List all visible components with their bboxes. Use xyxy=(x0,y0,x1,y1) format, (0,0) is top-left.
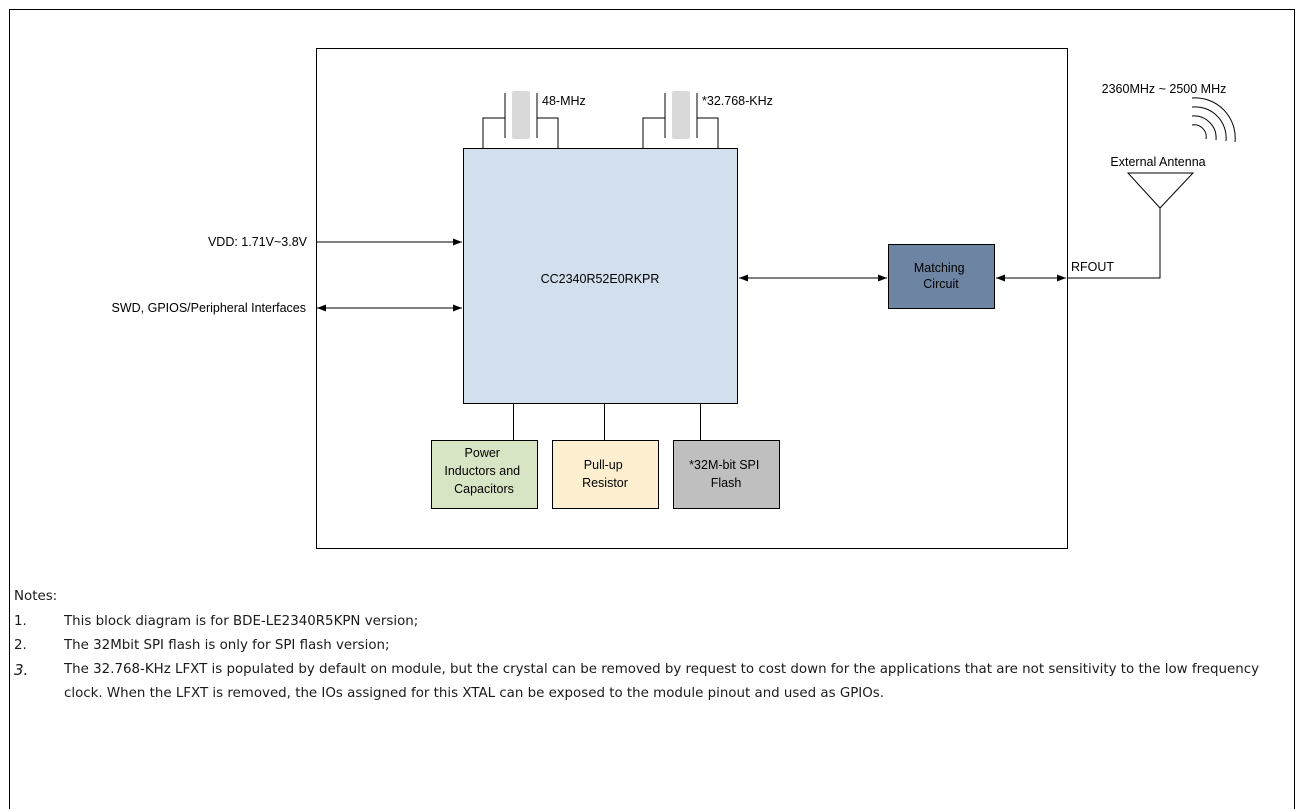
crystal-48mhz xyxy=(482,91,559,148)
module-outline xyxy=(316,48,1068,549)
note-item: 1. This block diagram is for BDE-LE2340R… xyxy=(14,610,1284,634)
note-text: The 32Mbit SPI flash is only for SPI fla… xyxy=(64,638,390,653)
power-block-label: Power Inductors and Capacitors xyxy=(444,446,523,496)
pullup-line-1: Pull-up xyxy=(584,458,623,472)
swd-label: SWD, GPIOS/Peripheral Interfaces xyxy=(111,301,306,315)
notes-section: Notes: 1. This block diagram is for BDE-… xyxy=(14,585,1284,706)
crystal-lf-label: *32.768-KHz xyxy=(702,94,773,108)
flash-block-label: *32M-bit SPI Flash xyxy=(689,458,763,490)
pullup-block xyxy=(552,440,659,509)
antenna-icon xyxy=(1126,172,1195,209)
chip-block xyxy=(463,148,738,404)
rfout-label: RFOUT xyxy=(1071,260,1114,274)
note-text: This block diagram is for BDE-LE2340R5KP… xyxy=(64,614,419,629)
block-diagram: 48-MHz *32.768-KHz CC2340R52E0RKPR VDD: … xyxy=(111,48,1236,549)
note-item: 3. The 32.768-KHz LFXT is populated by d… xyxy=(14,658,1284,706)
power-block xyxy=(431,440,538,509)
note-number: 2. xyxy=(14,638,27,653)
antenna-feed-line xyxy=(1068,208,1161,279)
pullup-line-2: Resistor xyxy=(582,476,628,490)
notes-title: Notes: xyxy=(14,589,58,604)
vdd-label: VDD: 1.71V~3.8V xyxy=(208,235,308,249)
antenna-label: External Antenna xyxy=(1110,155,1205,169)
crystal-hf-label: 48-MHz xyxy=(542,94,586,108)
chip-label: CC2340R52E0RKPR xyxy=(541,272,660,286)
note-text: The 32.768-KHz LFXT is populated by defa… xyxy=(64,662,1260,701)
power-line-2: Inductors and xyxy=(444,464,520,478)
flash-block xyxy=(673,440,780,509)
matching-circuit-label: Matching Circuit xyxy=(914,261,968,291)
note-item: 2. The 32Mbit SPI flash is only for SPI … xyxy=(14,634,1284,658)
note-number: 3. xyxy=(14,661,29,679)
matching-line-1: Matching xyxy=(914,261,965,275)
page-frame xyxy=(9,9,1295,809)
pullup-block-label: Pull-up Resistor xyxy=(582,458,628,490)
radio-waves-icon xyxy=(1191,97,1236,143)
flash-line-1: *32M-bit SPI xyxy=(689,458,759,472)
power-line-1: Power xyxy=(465,446,500,460)
antenna-frequency-label: 2360MHz ~ 2500 MHz xyxy=(1102,82,1227,96)
crystal-32khz xyxy=(642,91,719,148)
power-line-3: Capacitors xyxy=(454,482,514,496)
matching-line-2: Circuit xyxy=(923,277,959,291)
note-number: 1. xyxy=(14,614,27,629)
flash-line-2: Flash xyxy=(711,476,742,490)
matching-circuit-block xyxy=(888,244,995,309)
